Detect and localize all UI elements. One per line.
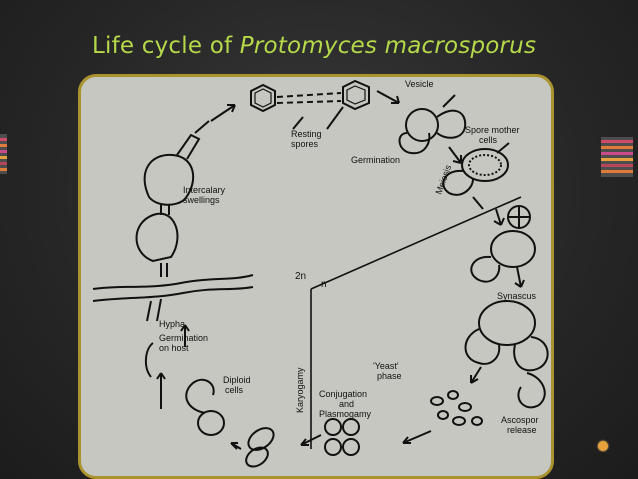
label-germination: Germination xyxy=(351,155,400,165)
left-decoration-striped-bar-icon xyxy=(0,134,7,174)
label-diploid-2: cells xyxy=(225,385,244,395)
diploid-cell xyxy=(247,427,275,451)
label-conjugation-3: Plasmogamy xyxy=(319,409,372,419)
ploidy-boundary xyxy=(310,196,522,290)
diploid-cell xyxy=(197,410,225,436)
label-germination-host-2: on host xyxy=(159,343,189,353)
label-n: n xyxy=(321,279,327,290)
label-diploid-1: Diploid xyxy=(223,375,251,385)
title-prefix: Life cycle of xyxy=(92,33,240,59)
germinating-spore xyxy=(405,108,439,142)
yeast-cell xyxy=(430,396,444,406)
arrow-to-vesicle xyxy=(376,90,400,104)
conjugating-cell xyxy=(324,418,342,436)
label-intercalary-2: swellings xyxy=(183,195,220,205)
label-spore-mother-1: Spore mother xyxy=(465,125,520,135)
ascospore-release xyxy=(517,372,546,409)
label-germination-host-1: Germination xyxy=(159,333,208,343)
label-2n: 2n xyxy=(295,271,306,282)
synascus-stage-2 xyxy=(478,300,536,346)
slide-title: Life cycle of Protomyces macrosporus xyxy=(92,33,536,59)
label-yeast-2: phase xyxy=(377,371,402,381)
label-intercalary-1: Intercalary xyxy=(183,185,226,195)
label-conjugation-2: and xyxy=(339,399,354,409)
label-ascospores-1: Ascospor xyxy=(501,415,539,425)
intercalary-swelling xyxy=(135,212,179,263)
label-yeast-1: 'Yeast' xyxy=(373,361,399,371)
label-spore-mother-2: cells xyxy=(479,135,498,145)
label-ascospores-2: release xyxy=(507,425,537,435)
life-cycle-figure: Vesicle Resting spores Germination Spore… xyxy=(78,74,554,479)
label-karyogamy: Karyogamy xyxy=(295,367,305,413)
right-decoration-striped-bar-icon xyxy=(601,137,633,177)
spore-mother-cell xyxy=(461,148,509,182)
label-pointer xyxy=(292,116,304,130)
label-conjugation-1: Conjugation xyxy=(319,389,367,399)
label-resting-spores-1: Resting xyxy=(291,129,322,139)
intercalary-swelling xyxy=(143,153,194,206)
title-species: Protomyces macrosporus xyxy=(239,33,537,59)
germinating-diploid xyxy=(185,378,215,414)
label-vesicle: Vesicle xyxy=(405,79,434,89)
nav-orange-dot-icon[interactable] xyxy=(598,441,608,451)
synascus-stage-1 xyxy=(490,230,536,268)
resting-spore-hexagon xyxy=(250,83,276,113)
life-cycle-diagram: Vesicle Resting spores Germination Spore… xyxy=(92,79,549,468)
label-synascus: Synascus xyxy=(497,291,537,301)
label-meiosis: Meiosis xyxy=(433,163,453,196)
label-resting-spores-2: spores xyxy=(291,139,319,149)
hypha xyxy=(92,274,254,290)
resting-spore-hexagon xyxy=(342,79,370,111)
label-hypha: Hypha xyxy=(159,319,185,329)
